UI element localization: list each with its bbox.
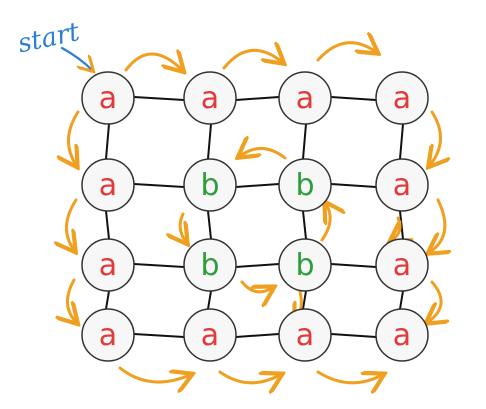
path-arrow-0 bbox=[124, 54, 182, 70]
edge-h-3-2 bbox=[330, 333, 377, 338]
node-letter: a bbox=[201, 81, 219, 116]
path-arrow-13 bbox=[180, 212, 186, 242]
start-label: start bbox=[15, 17, 83, 59]
node-circle bbox=[183, 238, 237, 292]
node-r0-c3: a bbox=[375, 71, 429, 125]
node-letter: b bbox=[200, 168, 219, 203]
edge-v-0-2 bbox=[105, 290, 110, 310]
edge-v-2-1 bbox=[302, 210, 307, 240]
node-r1-c1: b bbox=[183, 158, 237, 212]
edge-h-3-1 bbox=[235, 333, 280, 338]
node-circle bbox=[278, 238, 332, 292]
edge-h-0-1 bbox=[235, 96, 280, 101]
edge-h-1-0 bbox=[133, 183, 185, 188]
edge-v-2-0 bbox=[302, 123, 307, 160]
node-letter: a bbox=[99, 81, 117, 116]
path-arrow-9 bbox=[68, 110, 78, 165]
edge-v-1-1 bbox=[207, 210, 212, 240]
edge-h-0-0 bbox=[133, 96, 185, 101]
node-letter: b bbox=[295, 168, 314, 203]
node-r2-c3: a bbox=[375, 238, 429, 292]
node-r0-c1: a bbox=[183, 71, 237, 125]
edge-v-3-2 bbox=[399, 290, 404, 310]
node-r2-c0: a bbox=[81, 238, 135, 292]
path-arrow-5 bbox=[428, 280, 441, 322]
node-r3-c2: a bbox=[278, 308, 332, 362]
path-arrow-17 bbox=[392, 216, 400, 240]
path-arrow-14 bbox=[240, 280, 272, 292]
traversal-path-layer bbox=[66, 43, 444, 383]
node-r3-c0: a bbox=[81, 308, 135, 362]
edges-layer bbox=[105, 96, 404, 338]
node-r0-c2: a bbox=[278, 71, 332, 125]
node-circle bbox=[375, 238, 429, 292]
edge-h-1-2 bbox=[330, 183, 377, 188]
node-circle bbox=[183, 308, 237, 362]
node-r2-c2: b bbox=[278, 238, 332, 292]
edge-v-1-0 bbox=[207, 123, 212, 160]
edge-v-3-0 bbox=[399, 123, 404, 160]
node-circle bbox=[278, 308, 332, 362]
edge-v-0-1 bbox=[105, 210, 110, 240]
node-letter: b bbox=[200, 248, 219, 283]
path-arrow-2 bbox=[316, 43, 376, 62]
node-letter: a bbox=[393, 318, 411, 353]
node-r3-c3: a bbox=[375, 308, 429, 362]
start-annotation: start bbox=[15, 17, 92, 70]
edge-v-0-0 bbox=[105, 123, 110, 160]
node-letter: a bbox=[99, 248, 117, 283]
path-arrow-7 bbox=[218, 370, 280, 383]
path-arrow-1 bbox=[222, 50, 282, 70]
node-r3-c1: a bbox=[183, 308, 237, 362]
edge-h-2-1 bbox=[235, 263, 280, 268]
node-circle bbox=[81, 158, 135, 212]
node-letter: a bbox=[393, 248, 411, 283]
node-circle bbox=[81, 238, 135, 292]
node-circle bbox=[375, 308, 429, 362]
node-letter: a bbox=[99, 318, 117, 353]
node-r1-c3: a bbox=[375, 158, 429, 212]
node-circle bbox=[183, 71, 237, 125]
edge-h-1-1 bbox=[235, 183, 280, 188]
path-arrow-3 bbox=[430, 110, 441, 165]
edge-v-1-2 bbox=[207, 290, 212, 310]
node-circle bbox=[375, 71, 429, 125]
node-letter: a bbox=[201, 318, 219, 353]
path-arrow-10 bbox=[66, 198, 76, 250]
node-circle bbox=[183, 158, 237, 212]
node-circle bbox=[81, 308, 135, 362]
path-arrow-6 bbox=[118, 366, 190, 382]
node-circle bbox=[81, 71, 135, 125]
path-arrow-11 bbox=[67, 278, 76, 322]
node-letter: a bbox=[393, 81, 411, 116]
node-letter: a bbox=[99, 168, 117, 203]
edge-h-2-0 bbox=[133, 263, 185, 268]
node-circle bbox=[278, 158, 332, 212]
node-r2-c1: b bbox=[183, 238, 237, 292]
node-letter: a bbox=[296, 318, 314, 353]
path-arrow-15 bbox=[320, 204, 330, 242]
node-r1-c2: b bbox=[278, 158, 332, 212]
node-letter: a bbox=[296, 81, 314, 116]
node-letter: a bbox=[393, 168, 411, 203]
path-arrow-8 bbox=[316, 370, 382, 383]
node-circle bbox=[375, 158, 429, 212]
path-arrow-4 bbox=[430, 198, 445, 252]
edge-h-2-2 bbox=[330, 263, 377, 268]
node-circle bbox=[278, 71, 332, 125]
path-arrow-12 bbox=[240, 148, 287, 158]
edge-h-3-0 bbox=[133, 333, 185, 338]
node-r1-c0: a bbox=[81, 158, 135, 212]
node-letter: b bbox=[295, 248, 314, 283]
edge-h-0-2 bbox=[330, 96, 377, 101]
node-r0-c0: a bbox=[81, 71, 135, 125]
start-arrow bbox=[60, 46, 92, 70]
edge-v-2-2 bbox=[302, 290, 307, 310]
